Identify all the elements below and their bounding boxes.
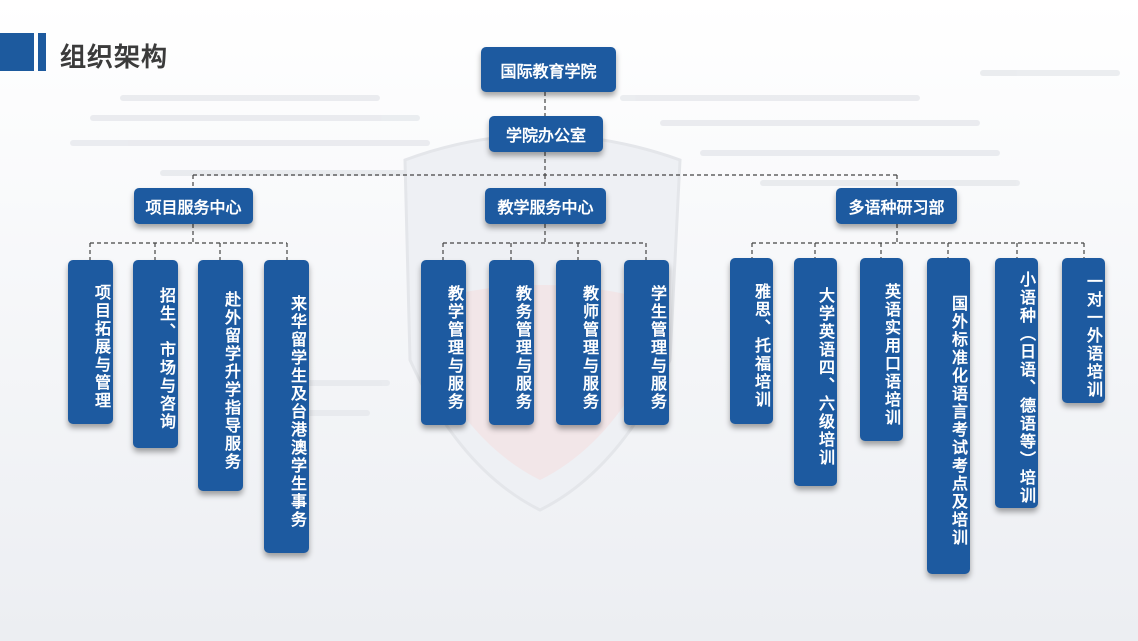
unit-project-expansion: 项目拓展与管理: [68, 260, 113, 424]
page-title: 组织架构: [60, 43, 169, 73]
center-teaching-services: 教学服务中心: [485, 188, 606, 224]
unit-intl-students: 来华留学生及台港澳学生事务: [264, 260, 309, 553]
title-accent-bar-thin: [38, 33, 46, 71]
unit-standardized-tests: 国外标准化语言考试考点及培训: [927, 258, 970, 574]
unit-cet: 大学英语四、六级培训: [794, 258, 837, 486]
unit-academic-affairs: 教务管理与服务: [489, 260, 534, 425]
unit-one-on-one: 一对一外语培训: [1062, 258, 1105, 403]
unit-admissions: 招生、市场与咨询: [133, 260, 178, 448]
center-project-services: 项目服务中心: [134, 188, 253, 224]
unit-study-abroad: 赴外留学升学指导服务: [198, 260, 243, 491]
unit-ielts-toefl: 雅思、托福培训: [730, 258, 773, 424]
unit-teacher-mgmt: 教师管理与服务: [556, 260, 601, 425]
office-node: 学院办公室: [489, 116, 603, 152]
unit-oral-english: 英语实用口语培训: [860, 258, 903, 441]
title-accent-bar: [0, 33, 34, 71]
unit-teaching-mgmt: 教学管理与服务: [421, 260, 466, 425]
unit-student-mgmt: 学生管理与服务: [624, 260, 669, 425]
center-multilingual: 多语种研习部: [836, 188, 957, 224]
unit-minor-languages: 小语种（日语、德语等）培训: [995, 258, 1038, 508]
root-node: 国际教育学院: [481, 47, 616, 92]
